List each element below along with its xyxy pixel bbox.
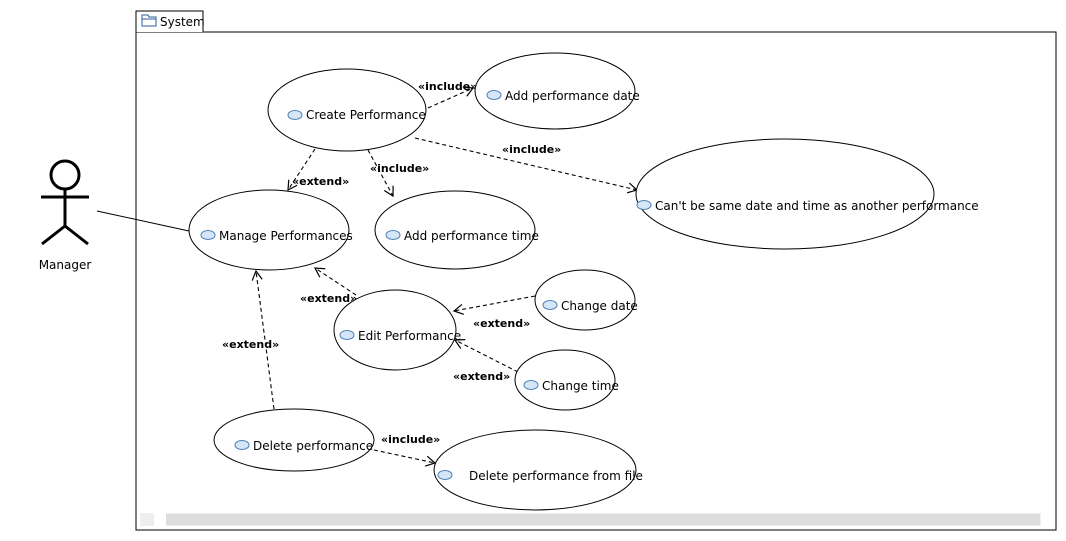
use-case-label: Delete performance from file: [469, 469, 643, 483]
use-case-change-time[interactable]: Change time: [514, 349, 619, 411]
include-label: «include»: [502, 143, 561, 156]
include-arrow: [373, 449, 437, 467]
use-case-icon: [437, 470, 453, 480]
use-case-delete-performance-from-file[interactable]: Delete performance from file: [433, 429, 643, 511]
actor-name: Manager: [39, 258, 92, 272]
use-case-icon: [542, 300, 558, 310]
extend-arrow: [251, 269, 275, 410]
relationship-labels: «include» «include» «include» «extend» «…: [222, 80, 561, 446]
use-case-label: Edit Performance: [358, 329, 461, 343]
use-case-label: Create Performance: [306, 108, 426, 122]
use-case-label: Add performance date: [505, 89, 640, 103]
use-case-cant-be-same-date-time[interactable]: Can't be same date and time as another p…: [635, 138, 979, 250]
association-line: [96, 210, 190, 232]
include-arrow: [414, 137, 639, 194]
use-case-edit-performance[interactable]: Edit Performance: [333, 289, 461, 371]
include-label: «include»: [370, 162, 429, 175]
extend-label: «extend»: [473, 317, 530, 330]
include-arrow: [367, 149, 394, 198]
actor-manager[interactable]: Manager: [39, 159, 92, 272]
use-case-label: Change time: [542, 379, 619, 393]
use-case-icon: [385, 230, 401, 240]
use-case-add-performance-date[interactable]: Add performance date: [474, 52, 640, 130]
use-case-label: Manage Performances: [219, 229, 353, 243]
extend-label: «extend»: [300, 292, 357, 305]
use-case-change-date[interactable]: Change date: [534, 269, 638, 331]
use-case-icon: [234, 440, 250, 450]
use-case-label: Delete performance: [253, 439, 373, 453]
extend-arrow: [453, 339, 519, 373]
use-case-delete-performance[interactable]: Delete performance: [213, 408, 375, 472]
extend-arrow: [313, 267, 357, 296]
folder-icon: [141, 14, 157, 27]
use-case-add-performance-time[interactable]: Add performance time: [374, 190, 539, 270]
use-case-label: Add performance time: [404, 229, 539, 243]
use-case-icon: [523, 380, 539, 390]
use-case-label: Can't be same date and time as another p…: [655, 199, 979, 213]
use-case-icon: [287, 110, 303, 120]
use-case-icon: [636, 200, 652, 210]
extend-label: «extend»: [292, 175, 349, 188]
relationships: [251, 86, 639, 467]
use-case-create-performance[interactable]: Create Performance: [267, 68, 427, 152]
include-label: «include»: [418, 80, 477, 93]
include-arrow: [427, 86, 475, 109]
extend-label: «extend»: [453, 370, 510, 383]
use-case-icon: [339, 330, 355, 340]
scrollbar-thumb[interactable]: [166, 514, 1040, 525]
extend-label: «extend»: [222, 338, 279, 351]
horizontal-scrollbar[interactable]: [140, 513, 1053, 526]
use-case-label: Change date: [561, 299, 638, 313]
use-case-manage-performances[interactable]: Manage Performances: [188, 189, 353, 271]
use-case-icon: [486, 90, 502, 100]
extend-arrow: [287, 148, 316, 192]
include-label: «include»: [381, 433, 440, 446]
use-case-icon: [200, 230, 216, 240]
system-title: System: [160, 15, 205, 29]
